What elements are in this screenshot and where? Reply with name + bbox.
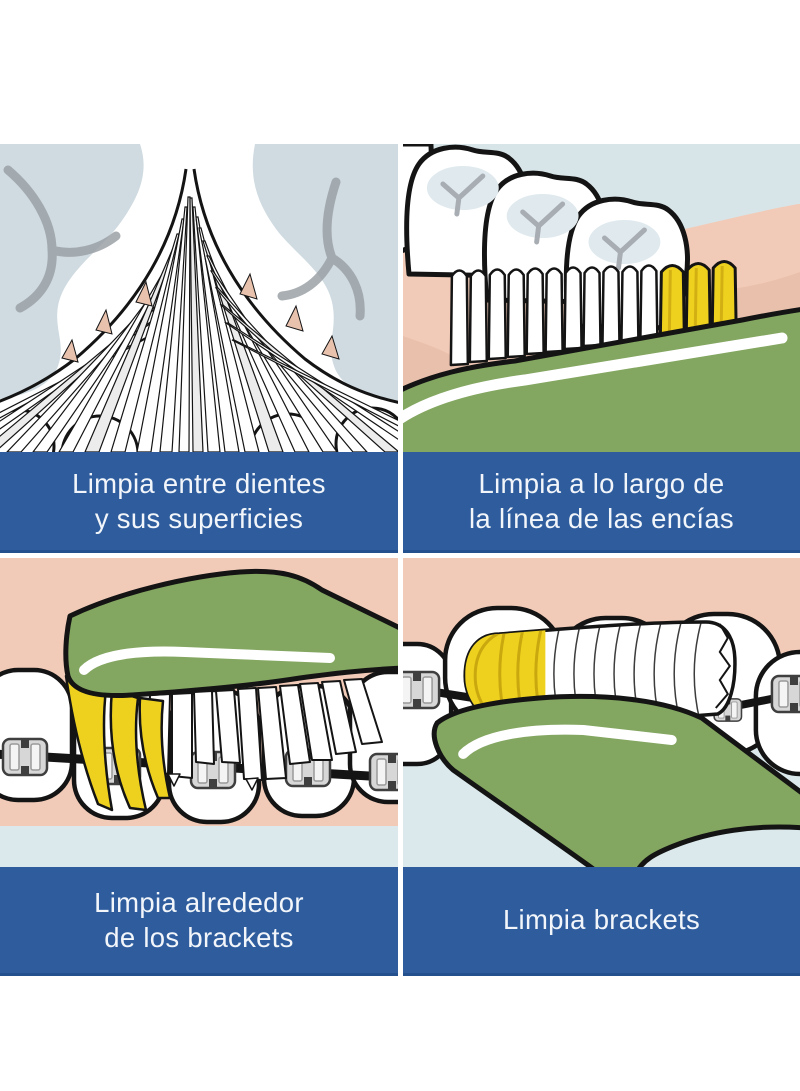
panel-around-brackets: Limpia alrededor de los brackets <box>0 558 398 976</box>
panel-between-teeth: Limpia entre dientes y sus superficies <box>0 144 398 553</box>
caption-gumline: Limpia a lo largo de la línea de las enc… <box>403 452 800 553</box>
yellow-bristle-tufts <box>64 674 172 812</box>
gumline-brushing-illustration <box>403 144 800 452</box>
bristle-fan <box>0 196 398 452</box>
mouth-interior <box>0 826 398 867</box>
caption-line: y sus superficies <box>94 503 304 534</box>
tooth-contact-outlines <box>0 168 398 404</box>
interdental-bristles-illustration <box>0 144 398 452</box>
yellow-bristle-tufts <box>658 260 738 338</box>
toothbrush-handle <box>431 693 800 867</box>
brush-highlight <box>403 332 788 424</box>
brackets-roll-illustration <box>403 558 800 867</box>
caption-between-teeth: Limpia entre dientes y sus superficies <box>0 452 398 553</box>
white-bristle-tufts <box>147 678 383 791</box>
brush-highlight <box>79 646 335 675</box>
panel-gumline: Limpia a lo largo de la línea de las enc… <box>403 144 800 553</box>
caption-brackets: Limpia brackets <box>403 867 800 976</box>
frayed-edge <box>715 623 732 709</box>
white-bristle-tufts <box>449 264 659 367</box>
caption-around-brackets: Limpia alrededor de los brackets <box>0 867 398 976</box>
caption-line: Limpia alrededor <box>94 886 304 918</box>
brush-highlight <box>458 724 677 759</box>
brackets-brushing-illustration <box>0 558 398 867</box>
gum-peek-accents <box>61 272 340 363</box>
panel-brackets: Limpia brackets <box>403 558 800 976</box>
caption-line: Limpia entre dientes <box>72 467 326 499</box>
caption-line: Limpia a lo largo de <box>478 467 725 499</box>
toothbrush-head <box>403 307 800 452</box>
panel-grid: Limpia entre dientes y sus superficies <box>0 144 800 976</box>
caption-line: la línea de las encías <box>469 503 734 534</box>
toothbrush-head <box>63 568 398 698</box>
tooth-fissures <box>426 166 661 271</box>
caption-line: de los brackets <box>104 922 294 953</box>
molar-occlusal-surfaces <box>0 144 398 402</box>
caption-line: Limpia brackets <box>502 904 701 936</box>
